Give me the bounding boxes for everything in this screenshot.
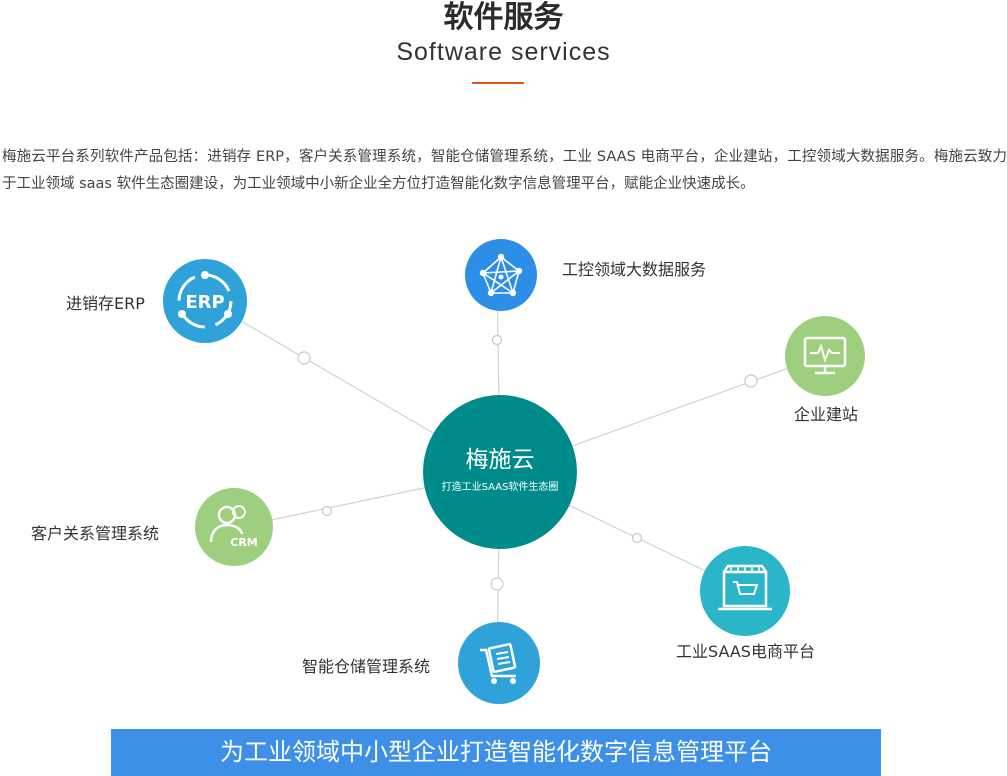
node-erp[interactable]: ERP	[163, 259, 247, 343]
page-title: 软件服务	[443, 0, 564, 35]
intro-paragraph: 梅施云平台系列软件产品包括：进销存 ERP，客户关系管理系统，智能仓储管理系统，…	[2, 149, 1007, 192]
node-crm[interactable]: CRM	[195, 488, 273, 566]
node-bigdata[interactable]	[465, 239, 537, 311]
title-underline	[472, 82, 524, 84]
label-ecommerce: 工业SAAS电商平台	[676, 642, 815, 661]
connector-dot	[744, 374, 758, 388]
label-bigdata: 工控领域大数据服务	[562, 260, 707, 279]
label-erp: 进销存ERP	[66, 294, 145, 313]
connector-dot	[297, 351, 311, 365]
monitor-icon	[803, 336, 847, 375]
connector-dot	[631, 532, 643, 544]
connector-dot	[491, 334, 503, 346]
shop-icon	[718, 564, 772, 611]
center-hub: 梅施云 打造工业SAAS软件生态圈	[423, 395, 577, 549]
erp-icon: ERP	[177, 271, 233, 329]
bottom-banner: 为工业领域中小型企业打造智能化数字信息管理平台	[111, 729, 881, 776]
network-icon	[479, 253, 523, 297]
connector-dot	[321, 505, 333, 517]
hub-title: 梅施云	[465, 447, 535, 473]
label-website: 企业建站	[794, 405, 859, 424]
crm-icon: CRM	[209, 505, 258, 549]
connector-dot	[490, 577, 504, 591]
node-warehouse[interactable]	[458, 622, 540, 704]
svg-text:CRM: CRM	[230, 536, 258, 549]
svg-text:ERP: ERP	[185, 292, 224, 313]
hub-subtitle: 打造工业SAAS软件生态圈	[441, 482, 559, 493]
label-crm: 客户关系管理系统	[31, 524, 160, 543]
label-warehouse: 智能仓储管理系统	[302, 657, 431, 676]
page-subtitle: Software services	[396, 38, 611, 66]
cart-icon	[480, 642, 517, 684]
node-ecommerce[interactable]	[700, 546, 790, 636]
node-website[interactable]	[785, 316, 865, 396]
